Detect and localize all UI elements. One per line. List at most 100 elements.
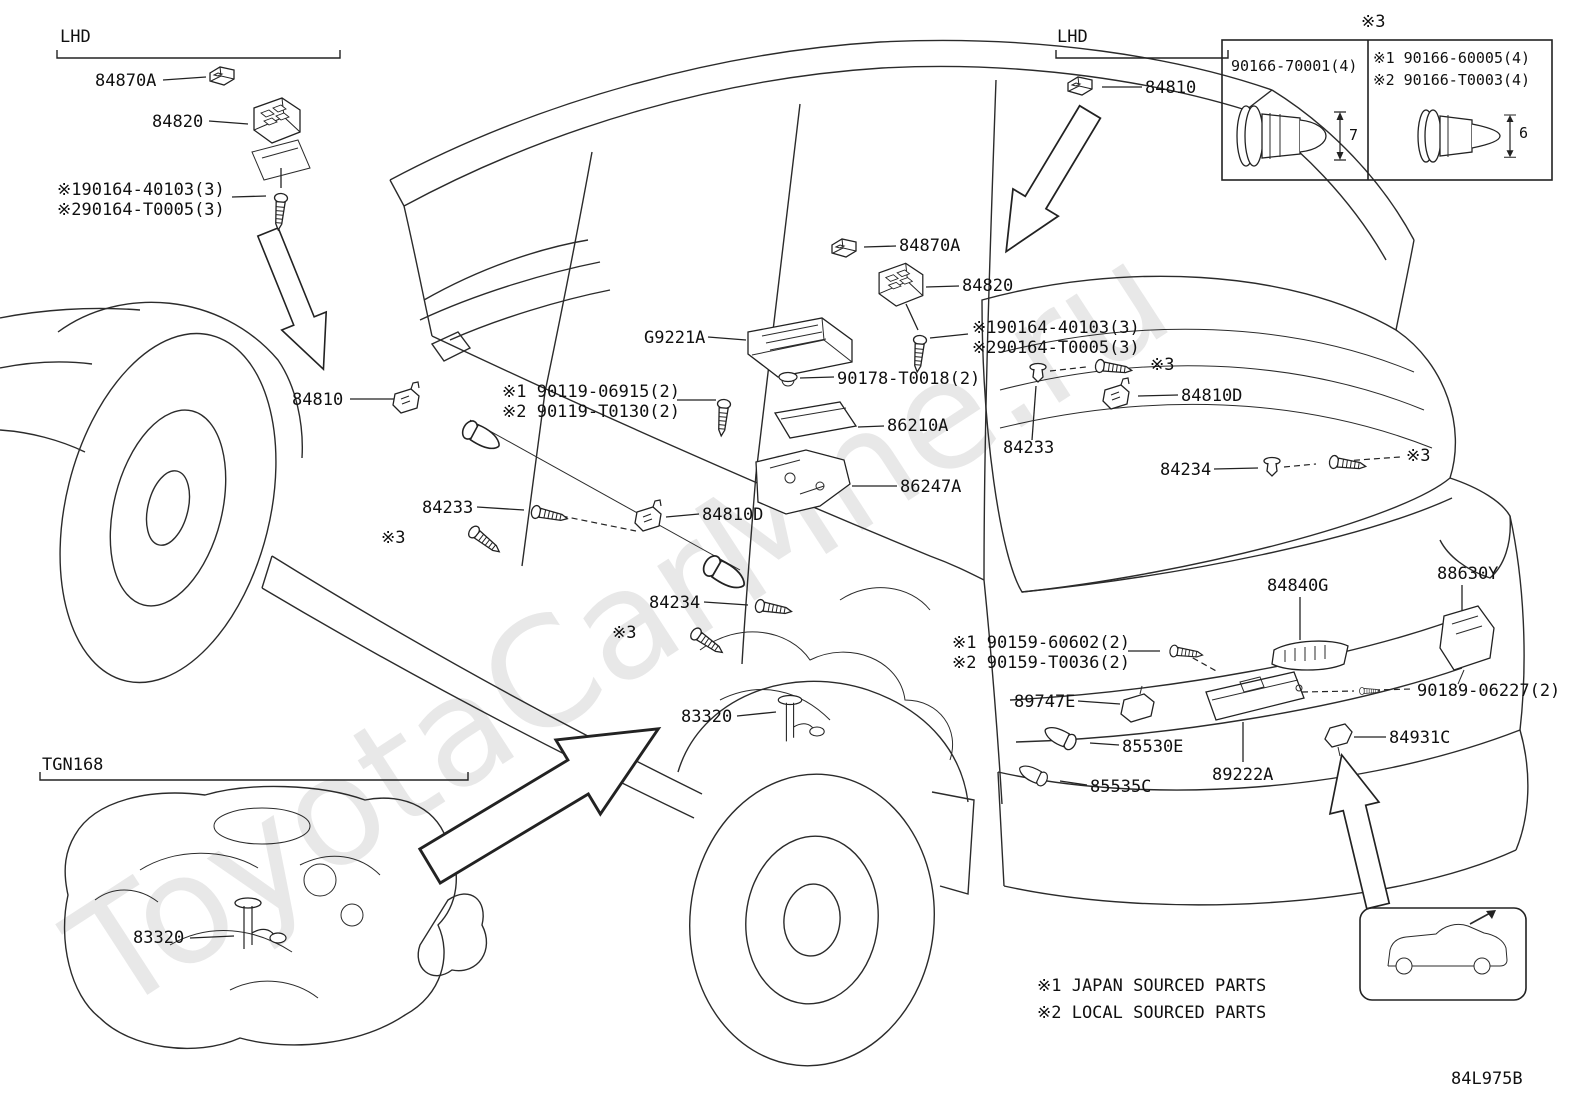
part-label-86210a: 86210A [887, 416, 949, 436]
master-switch-84820-icon-mid [878, 262, 924, 307]
inset-left-part: 90166-70001(4) [1231, 57, 1358, 75]
note-label-3-right: ※3 [1406, 446, 1431, 466]
switch-84870a-icon-mid [831, 238, 857, 258]
screw-90119-icon [714, 398, 732, 438]
screw-90164-icon-left [271, 192, 289, 232]
actuator-89222a-icon [1205, 671, 1305, 721]
inset-right-part-1: ※1 90166-60005(4) [1373, 49, 1531, 67]
bulb-icon-left [458, 417, 505, 455]
pointer-arrows [244, 97, 1404, 913]
part-label-84810d-right: 84810D [1181, 386, 1243, 406]
part-label-84810-top: 84810 [1145, 78, 1197, 98]
pointer-arrow-top-left [244, 222, 347, 380]
screw-90159-icon [1168, 644, 1204, 662]
ecu-86210a-icon [773, 401, 858, 439]
legend-local-sourced: ※2 LOCAL SOURCED PARTS [1037, 1003, 1267, 1023]
diagram-code: 84L975B [1451, 1069, 1523, 1089]
inset-left-dim: 7 [1349, 126, 1359, 144]
part-label-90189: 90189-06227(2) [1417, 681, 1561, 701]
switch-84810d-icon-center [634, 499, 662, 532]
clip-84931c-icon [1324, 723, 1353, 757]
liftgate-callout [1359, 907, 1527, 1001]
group-label-lhd-left: LHD [60, 27, 91, 47]
part-label-g9221a: G9221A [644, 328, 706, 348]
fuel-sender-83320-icon-bottom [234, 897, 287, 950]
screw-note3-icon-right [1327, 454, 1368, 474]
part-label-84820-left: 84820 [152, 112, 204, 132]
sensor-88630y-icon [1439, 605, 1495, 685]
part-icons [209, 66, 1495, 789]
note-label-3-left: ※3 [381, 528, 406, 548]
part-label-84870a-left: 84870A [95, 71, 157, 91]
note-label-90164-1-mid: ※190164-40103(3) [972, 318, 1140, 338]
leader-lines [162, 76, 1463, 939]
part-label-84840g: 84840G [1267, 576, 1329, 596]
group-label-lhd-top: LHD [1057, 27, 1088, 47]
part-label-84234-center: 84234 [649, 593, 701, 613]
part-label-83320-center: 83320 [681, 707, 733, 727]
part-label-84820-mid: 84820 [962, 276, 1014, 296]
part-label-89747e: 89747E [1014, 692, 1076, 712]
screw-84233-icon-left [529, 504, 570, 526]
lhd-left-bracket [56, 50, 341, 59]
clip-84234-icon-right [1263, 456, 1281, 477]
bulb-icon-center [699, 552, 751, 595]
screw-note3-icon-left [465, 523, 504, 558]
part-label-83320-bottom: 83320 [133, 928, 185, 948]
fuel-sender-83320-icon-center [777, 694, 825, 742]
note-label-90119-1: ※1 90119-06915(2) [502, 382, 681, 402]
switch-89747e-icon [1120, 685, 1155, 723]
note-label-90119-2: ※2 90119-T0130(2) [502, 402, 681, 422]
switch-84840g-icon [1271, 640, 1349, 671]
lhd-top-bracket [1055, 50, 1229, 59]
group-brackets [39, 50, 1229, 781]
switch-84810-icon-left [392, 381, 420, 414]
part-label-86247a: 86247A [900, 477, 962, 497]
part-label-84870a-mid: 84870A [899, 236, 961, 256]
inset-right-dimension-arrow [1503, 114, 1517, 158]
vehicle-outline [0, 39, 1529, 1067]
screw-note3-icon-mid [1093, 358, 1134, 378]
bulb-85535c-icon [1015, 761, 1051, 789]
part-label-85530e: 85530E [1122, 737, 1184, 757]
note-label-3-center: ※3 [612, 623, 637, 643]
ecu-g9221a-icon [747, 317, 853, 378]
note-label-90164-1-left: ※190164-40103(3) [57, 180, 225, 200]
inset-header: ※3 [1361, 12, 1386, 32]
inset-bulb-table [1221, 39, 1553, 181]
pointer-arrow-top-middle [982, 97, 1114, 267]
screw-90164-icon-mid [910, 334, 928, 374]
liftgate-icon [1387, 910, 1508, 975]
inset-left-dimension-arrow [1333, 111, 1347, 161]
screw-84234-icon-center [753, 598, 794, 619]
inset-right-part-2: ※2 90166-T0003(4) [1373, 71, 1531, 89]
note-label-90164-2-mid: ※290164-T0005(3) [972, 338, 1140, 358]
part-label-84810-left: 84810 [292, 390, 344, 410]
legend-japan-sourced: ※1 JAPAN SOURCED PARTS [1037, 976, 1267, 996]
part-label-84931c: 84931C [1389, 728, 1451, 748]
inset-bulb-right-icon [1417, 109, 1501, 163]
group-label-tgn168: TGN168 [42, 755, 104, 775]
note-label-3-mid: ※3 [1150, 355, 1175, 375]
note-label-90159-1: ※1 90159-60602(2) [952, 633, 1131, 653]
tgn168-bracket [39, 772, 469, 781]
grommet-90178-icon [778, 371, 798, 387]
note-label-90159-2: ※2 90159-T0036(2) [952, 653, 1131, 673]
part-label-90178: 90178-T0018(2) [837, 369, 981, 389]
part-label-85535c: 85535C [1090, 777, 1152, 797]
inset-right-dim: 6 [1519, 124, 1529, 142]
switch-84870a-icon-left [209, 66, 235, 86]
part-label-84234-right: 84234 [1160, 460, 1212, 480]
engine-assembly-tgn168 [63, 785, 488, 1050]
switch-84810-icon-top [1067, 76, 1093, 96]
pointer-arrow-bottom-left [406, 690, 683, 905]
note-label-90164-2-left: ※290164-T0005(3) [57, 200, 225, 220]
part-label-88630y: 88630Y [1437, 564, 1499, 584]
bracket-86247a-icon [755, 449, 851, 515]
part-label-84810d-center: 84810D [702, 505, 764, 525]
part-label-84233-left: 84233 [422, 498, 474, 518]
master-switch-84820-icon-left [253, 97, 301, 144]
inset-bulb-left-icon [1236, 105, 1327, 167]
part-label-89222a: 89222A [1212, 765, 1274, 785]
